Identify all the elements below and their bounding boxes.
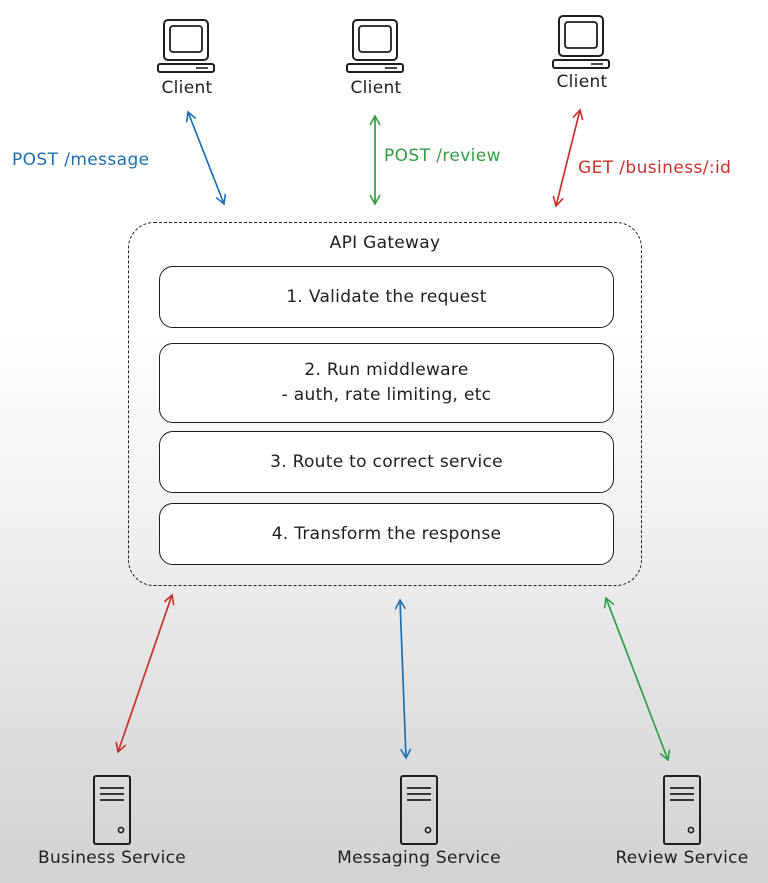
client-label: Client [556,72,608,92]
step-text: 3. Route to correct service [270,451,503,472]
step-subtext: - auth, rate limiting, etc [281,385,492,405]
request-label-business: GET /business/:id [578,158,732,178]
arrow-gateway-review [603,596,671,762]
arrow-gateway-business [115,593,175,754]
step-text: 2. Run middleware [304,360,469,380]
service-label: Business Service [38,848,186,868]
client-label: Client [161,78,213,98]
client-node-3: Client [542,14,622,92]
computer-icon [552,15,610,69]
service-node-business: Business Service [30,774,194,868]
client-node-1: Client [147,18,227,98]
service-node-review: Review Service [608,774,756,868]
gateway-step-3: 3. Route to correct service [159,431,614,493]
gateway-title: API Gateway [329,233,441,253]
client-node-2: Client [336,18,416,98]
step-text: 1. Validate the request [286,286,487,307]
gateway-step-1: 1. Validate the request [159,266,614,328]
computer-icon [346,19,404,73]
arrow-client1-gateway [185,110,227,206]
request-label-review: POST /review [384,146,501,166]
computer-icon [157,19,215,73]
server-icon [663,775,701,845]
gateway-step-4: 4. Transform the response [159,503,614,565]
server-icon [400,775,438,845]
server-icon [93,775,131,845]
request-label-message: POST /message [12,150,150,170]
service-label: Messaging Service [337,848,501,868]
step-text: 4. Transform the response [271,523,502,544]
api-gateway: API Gateway 1. Validate the request 2. R… [128,222,642,586]
client-label: Client [350,78,402,98]
arrow-client3-gateway [552,108,584,208]
arrow-gateway-messaging [394,598,412,760]
gateway-step-2: 2. Run middleware - auth, rate limiting,… [159,343,614,423]
service-node-messaging: Messaging Service [330,774,508,868]
service-label: Review Service [615,848,749,868]
